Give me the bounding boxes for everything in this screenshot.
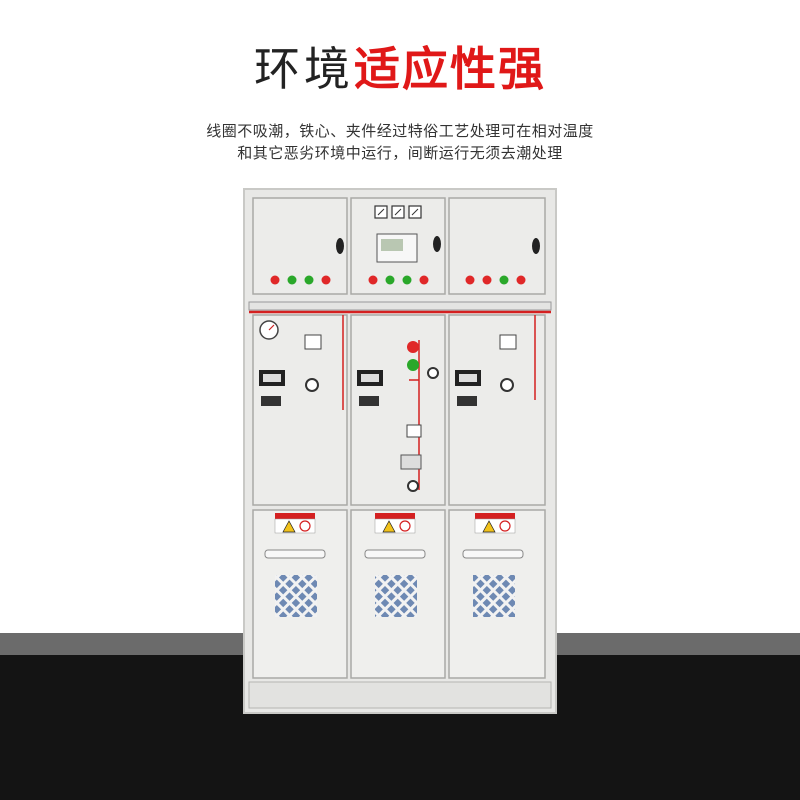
operating-panel-right xyxy=(448,314,546,506)
bus-label-band xyxy=(248,301,552,311)
description: 线圈不吸潮，铁心、夹件经过特俗工艺处理可在相对温度 和其它恶劣环境中运行，间断运… xyxy=(0,120,800,164)
top-panel-right xyxy=(448,197,546,295)
switchgear-cabinet xyxy=(243,188,557,714)
door-handle-middle xyxy=(433,236,441,252)
warning-signs xyxy=(274,513,516,534)
pull-handle-left xyxy=(264,549,326,559)
display-screen xyxy=(381,239,403,251)
indicator-lights xyxy=(270,275,526,285)
analog-meters xyxy=(374,205,422,219)
door-handle-right xyxy=(532,238,540,254)
description-line-2: 和其它恶劣环境中运行，间断运行无须去潮处理 xyxy=(237,144,563,162)
vent-grille-middle xyxy=(375,575,417,617)
door-handle-left xyxy=(336,238,344,254)
vent-grille-right xyxy=(473,575,515,617)
top-panel-left xyxy=(252,197,348,295)
description-line-1: 线圈不吸潮，铁心、夹件经过特俗工艺处理可在相对温度 xyxy=(206,122,594,140)
switchgear-cabinet-drawing xyxy=(248,197,552,709)
cabinet-base xyxy=(248,681,552,709)
headline-bold: 适应性强 xyxy=(354,42,546,96)
control-boxes xyxy=(259,334,517,492)
headline-light: 环境 xyxy=(254,42,354,96)
operating-panel-left xyxy=(252,314,348,506)
pull-handle-middle xyxy=(364,549,426,559)
operating-panel-middle xyxy=(350,314,446,506)
pull-handle-right xyxy=(462,549,524,559)
vent-grille-left xyxy=(275,575,317,617)
headline: 环境适应性强 xyxy=(0,38,800,100)
